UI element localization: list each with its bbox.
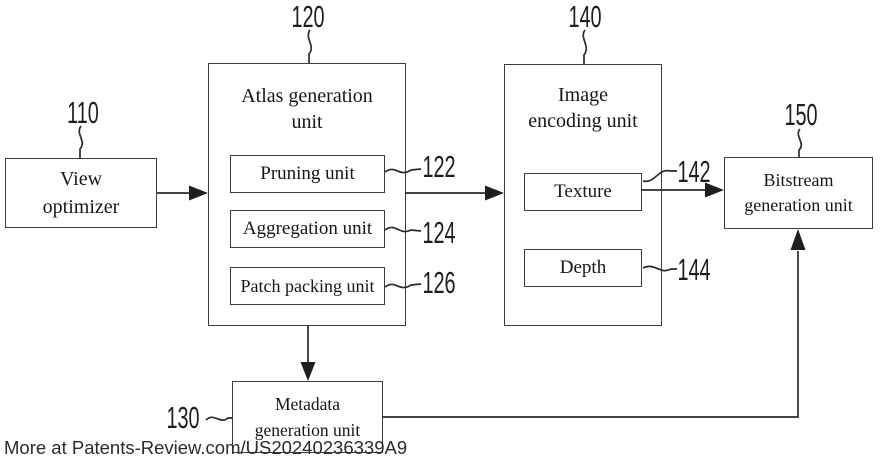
patch-packing-unit-label: Patch packing unit <box>240 275 375 296</box>
ref-number-126: 126 <box>422 265 456 300</box>
depth-box: Depth <box>524 249 642 287</box>
patch-packing-unit-box: Patch packing unit <box>230 267 385 305</box>
metadata-label-line2: generation unit <box>254 420 361 440</box>
pruning-unit-box: Pruning unit <box>230 155 385 193</box>
leader-110 <box>78 125 84 158</box>
bitstream-generation-unit-box: Bitstream generation unit <box>724 157 873 229</box>
ref-number-130: 130 <box>166 400 200 435</box>
depth-label: Depth <box>559 257 607 278</box>
arrowhead-view-to-atlas <box>189 185 208 201</box>
ref-number-150: 150 <box>784 97 818 132</box>
atlas-generation-title-line2: unit <box>291 111 323 133</box>
image-encoding-title-line1: Image <box>558 84 608 106</box>
image-encoding-title-line2: encoding unit <box>528 110 638 132</box>
aggregation-unit-label: Aggregation unit <box>242 218 373 239</box>
ref-number-140: 140 <box>568 0 602 34</box>
watermark-text: More at Patents-Review.com/US20240236339… <box>4 437 408 458</box>
texture-box: Texture <box>524 173 642 211</box>
view-optimizer-box: View optimizer <box>5 158 157 228</box>
ref-number-142: 142 <box>677 154 711 189</box>
ref-number-124: 124 <box>422 215 456 250</box>
bitstream-label-line2: generation unit <box>744 195 853 215</box>
leader-150 <box>797 128 803 157</box>
bitstream-label-line1: Bitstream <box>763 170 834 190</box>
leader-130 <box>205 416 232 421</box>
view-optimizer-label-line2: optimizer <box>42 196 120 218</box>
view-optimizer-label-line1: View <box>59 168 103 190</box>
aggregation-unit-box: Aggregation unit <box>230 210 385 248</box>
ref-number-122: 122 <box>422 149 456 184</box>
arrowhead-atlas-to-metadata <box>300 362 316 381</box>
metadata-label-line1: Metadata <box>274 394 341 414</box>
metadata-generation-unit-box: Metadata generation unit <box>232 381 383 453</box>
texture-label: Texture <box>554 181 612 202</box>
leader-120 <box>307 29 313 63</box>
ref-number-120: 120 <box>291 0 325 34</box>
pruning-unit-label: Pruning unit <box>260 163 355 184</box>
leader-140 <box>582 29 588 64</box>
arrowhead-metadata-to-bitstream <box>790 229 806 250</box>
arrowhead-atlas-to-image <box>485 185 504 201</box>
ref-number-110: 110 <box>67 95 99 130</box>
ref-number-144: 144 <box>677 252 711 287</box>
atlas-generation-title-line1: Atlas generation <box>241 85 373 107</box>
